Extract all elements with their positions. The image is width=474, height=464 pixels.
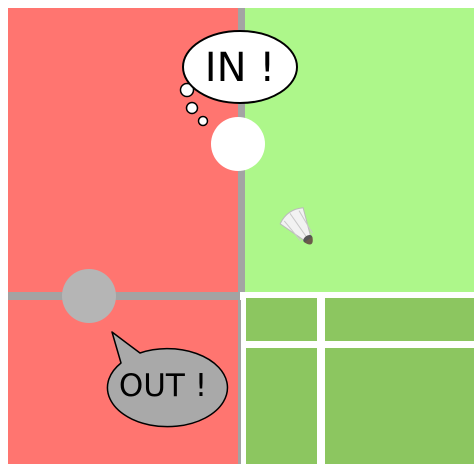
court-box-3: [246, 348, 317, 464]
in-bubble-text: IN !: [205, 45, 275, 91]
in-ball: [211, 117, 265, 171]
boundary-line-horizontal: [8, 292, 240, 300]
court-box-2: [325, 298, 474, 341]
boundary-line-vertical-lower: [238, 300, 241, 464]
out-ball: [62, 269, 116, 323]
out-bubble-text: OUT !: [119, 368, 207, 404]
thought-dot-small: [199, 117, 208, 126]
court-box-4: [325, 348, 474, 464]
court-box-1: [246, 298, 317, 341]
thought-dot-medium: [187, 103, 198, 114]
